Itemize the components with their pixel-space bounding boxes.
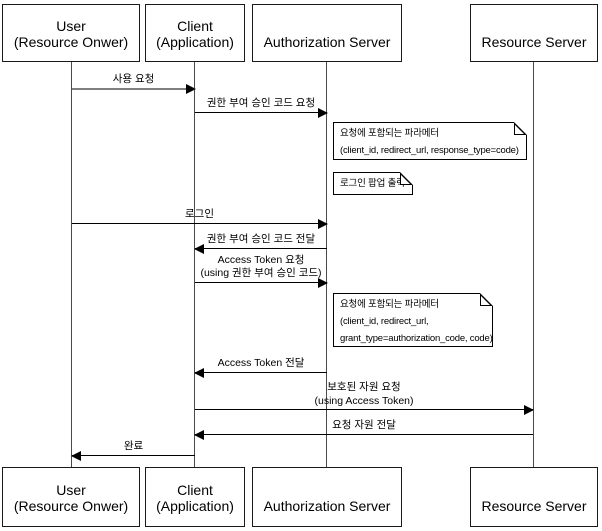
message-login: 로그인 [72, 208, 328, 229]
message-sublabel: (using 권한 부여 승인 코드) [200, 267, 322, 279]
arrowhead-icon [194, 368, 204, 378]
note-fold-icon [514, 122, 527, 135]
note-line: (client_id, redirect_url, [340, 316, 429, 327]
note-line: 요청에 포함되는 파라메터 [340, 128, 439, 139]
lifeline-user [71, 62, 72, 467]
message-label: 요청 자원 전달 [332, 419, 396, 431]
message-arrow-line [194, 244, 327, 254]
actor-box-authorization-server-bottom: Authorization Server [252, 467, 402, 527]
arrowhead-icon [194, 430, 204, 440]
actor-box-user-top: User (Resource Onwer) [2, 4, 140, 62]
actor-box-client-bottom: Client (Application) [145, 467, 245, 527]
actor-box-resource-server-bottom: Resource Server [470, 467, 598, 527]
actor-name: Authorization Server [263, 498, 391, 514]
message-access-token-delivery: Access Token 전달 [194, 357, 327, 378]
actor-name: User [56, 18, 86, 34]
actor-box-resource-server-top: Resource Server [470, 4, 598, 62]
message-label: 완료 [123, 440, 144, 452]
message-label: 사용 요청 [112, 73, 155, 85]
actor-subtitle: (Resource Onwer) [13, 498, 129, 514]
lifeline-authorization-server [326, 62, 327, 467]
lifeline-client [194, 62, 195, 467]
message-auth-code-request: 권한 부여 승인 코드 요청 [195, 97, 328, 118]
message-arrow-line [194, 368, 327, 378]
message-resource-delivery: 요청 자원 전달 [194, 419, 533, 440]
message-protected-resource-request: 보호된 자원 요청 (using Access Token) [195, 381, 534, 415]
note-auth-request-params: 요청에 포함되는 파라메터 (client_id, redirect_url, … [333, 122, 527, 160]
message-label: 보호된 자원 요청 [327, 381, 401, 393]
message-label: Access Token 요청 [217, 254, 305, 266]
note-token-request-params: 요청에 포함되는 파라메터 (client_id, redirect_url, … [333, 293, 493, 347]
actor-name: Client [177, 482, 213, 498]
message-sublabel: (using Access Token) [314, 395, 414, 407]
note-line: 로그인 팝업 출력 [340, 178, 405, 189]
arrowhead-icon [318, 219, 328, 229]
arrowhead-icon [524, 405, 534, 415]
actor-box-client-top: Client (Application) [145, 4, 245, 62]
message-use-request: 사용 요청 [72, 73, 196, 94]
message-complete: 완료 [71, 440, 195, 461]
message-arrow-line [195, 108, 328, 118]
message-arrow-line [195, 405, 534, 415]
arrowhead-icon [194, 244, 204, 254]
arrowhead-icon [318, 278, 328, 288]
message-arrow-line [72, 84, 196, 94]
actor-name: Resource Server [481, 34, 587, 50]
note-fold-icon [400, 172, 413, 185]
actor-subtitle: (Resource Onwer) [13, 34, 129, 50]
message-access-token-request: Access Token 요청 (using 권한 부여 승인 코드) [195, 254, 328, 288]
message-arrow-line [194, 430, 533, 440]
note-line: grant_type=authorization_code, code) [340, 333, 493, 344]
message-label: 로그인 [185, 208, 214, 220]
arrowhead-icon [186, 84, 196, 94]
actor-name: User [56, 482, 86, 498]
note-line: (client_id, redirect_url, response_type=… [340, 145, 519, 156]
actor-subtitle: (Application) [156, 34, 234, 50]
arrowhead-icon [318, 108, 328, 118]
message-arrow-line [71, 451, 195, 461]
message-label: Access Token 전달 [217, 357, 305, 369]
actor-name: Authorization Server [263, 34, 391, 50]
actor-box-user-bottom: User (Resource Onwer) [2, 467, 140, 527]
message-label: 권한 부여 승인 코드 요청 [206, 97, 316, 109]
note-fold-icon [480, 293, 493, 306]
actor-subtitle: (Application) [156, 498, 234, 514]
note-login-popup: 로그인 팝업 출력 [333, 172, 413, 195]
actor-name: Resource Server [481, 498, 587, 514]
actor-name: Client [177, 18, 213, 34]
lifeline-resource-server [533, 62, 534, 467]
message-auth-code-delivery: 권한 부여 승인 코드 전달 [194, 233, 327, 254]
message-arrow-line [195, 278, 328, 288]
message-label: 권한 부여 승인 코드 전달 [206, 233, 316, 245]
note-line: 요청에 포함되는 파라메터 [340, 299, 439, 310]
arrowhead-icon [71, 451, 81, 461]
actor-box-authorization-server-top: Authorization Server [252, 4, 402, 62]
message-arrow-line [72, 219, 328, 229]
